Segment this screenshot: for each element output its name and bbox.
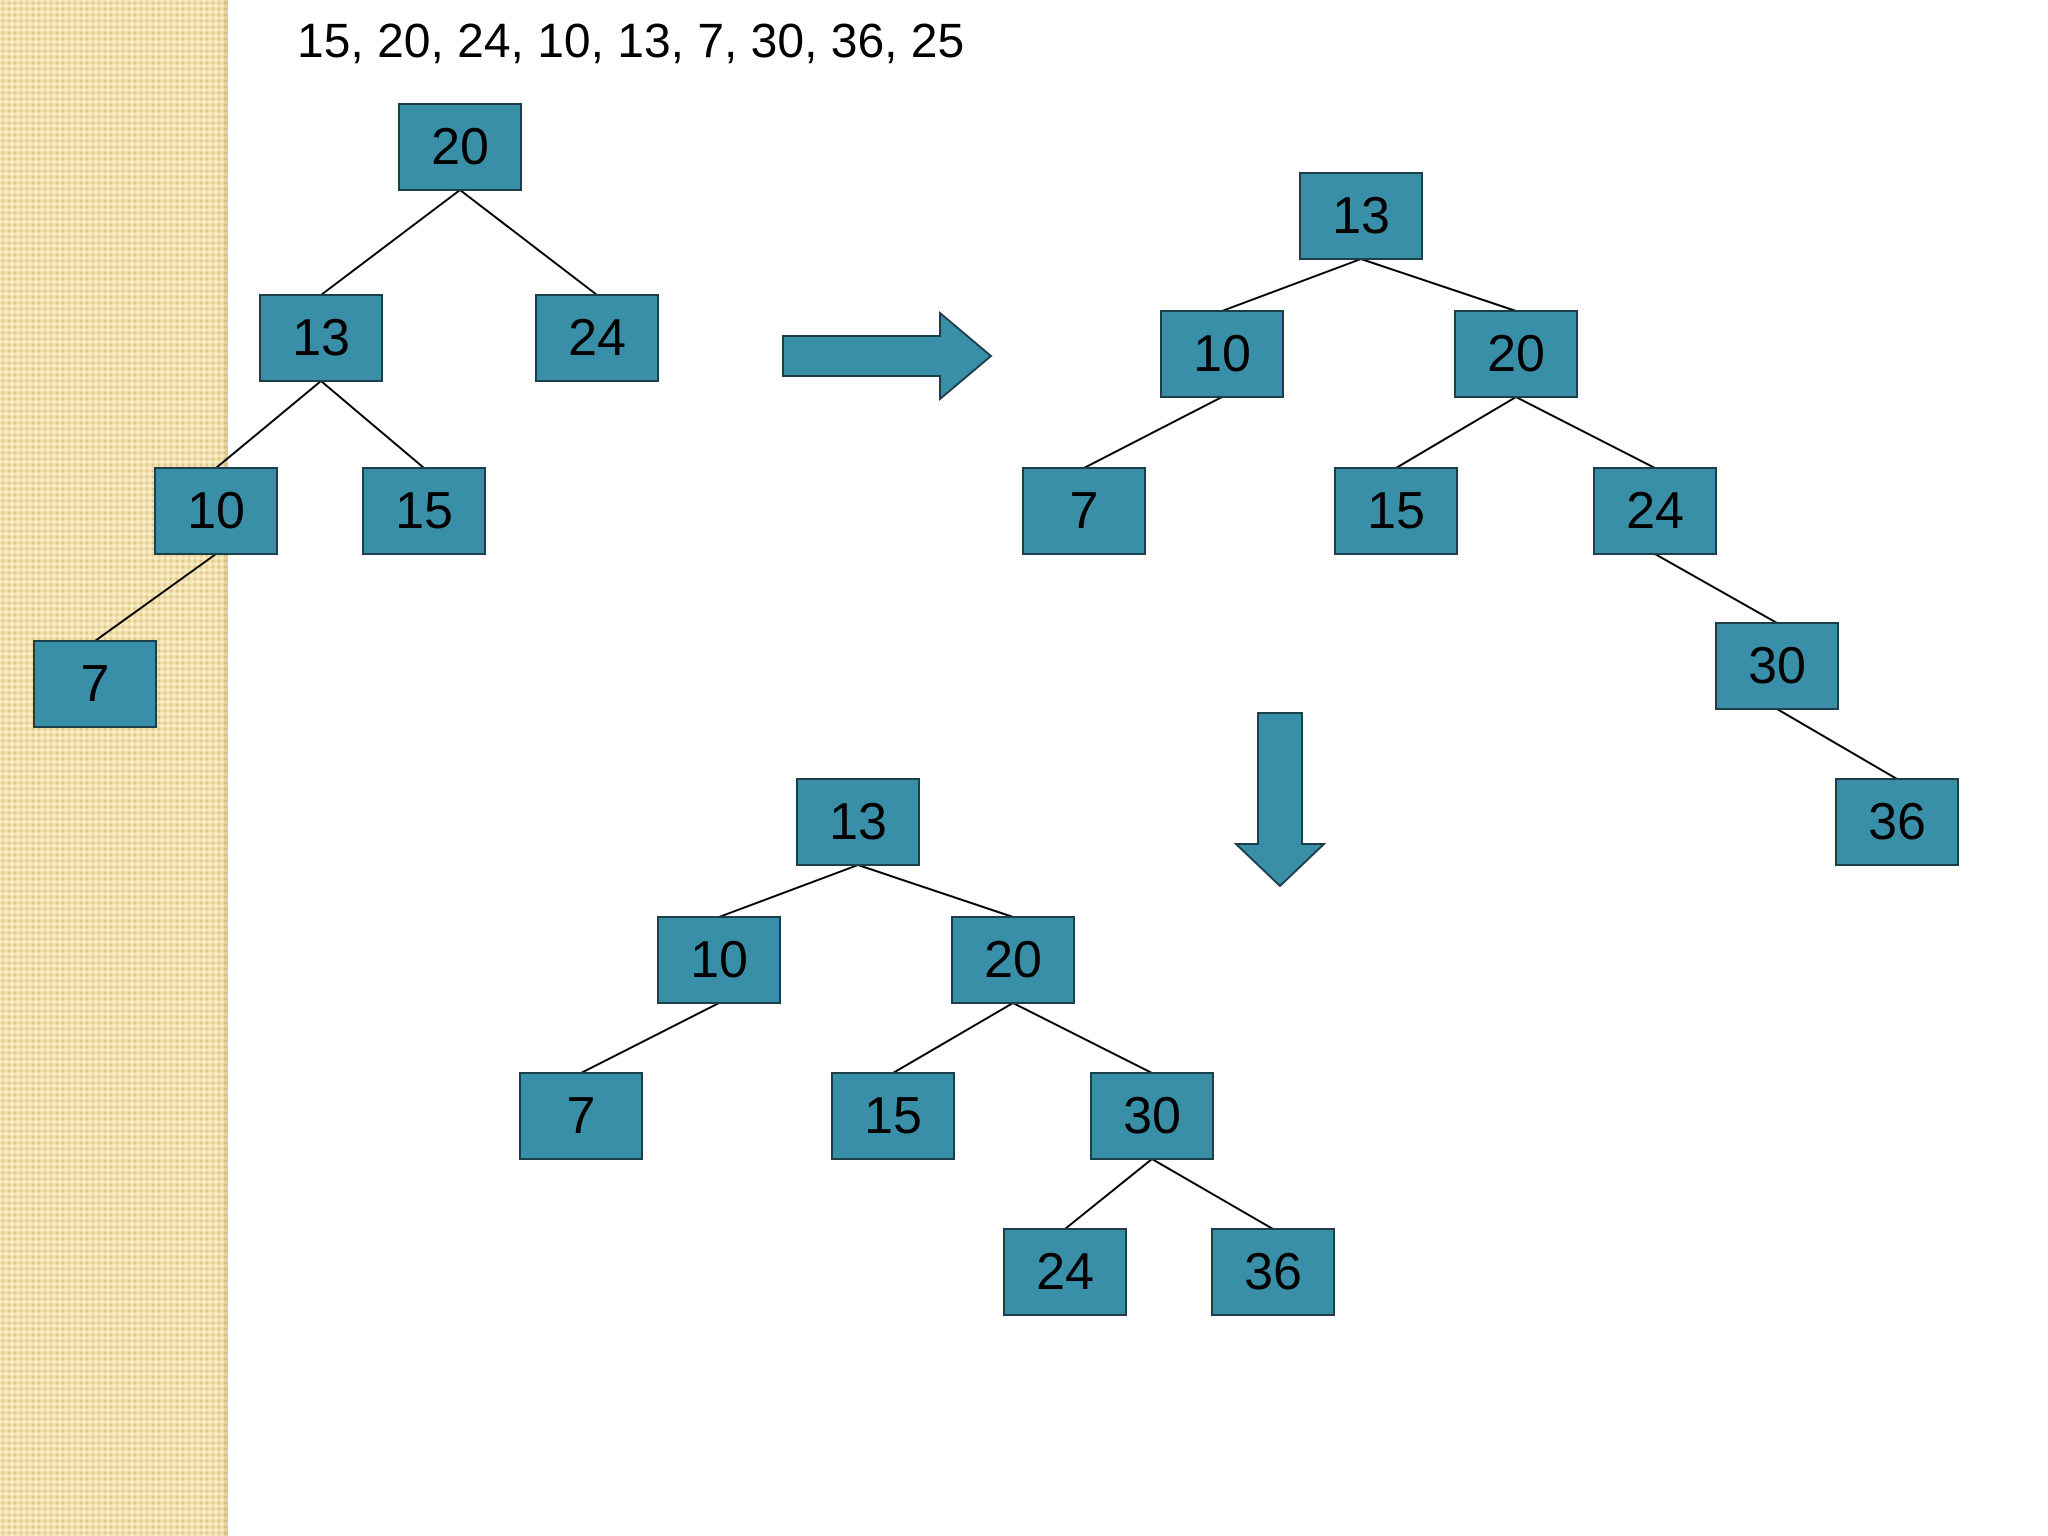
node-box bbox=[398, 103, 522, 191]
node-label: 15 bbox=[1367, 482, 1425, 540]
node-box bbox=[1715, 622, 1839, 710]
node-label: 24 bbox=[1036, 1243, 1094, 1301]
tree-node: 24 bbox=[1593, 467, 1717, 555]
tree-edge bbox=[1654, 553, 1778, 624]
tree-edge bbox=[1360, 258, 1517, 312]
node-label: 20 bbox=[984, 931, 1042, 989]
tree-node: 13 bbox=[1299, 172, 1423, 260]
node-box bbox=[1211, 1228, 1335, 1316]
node-label: 7 bbox=[1070, 482, 1099, 540]
tree-edge bbox=[1515, 396, 1656, 469]
tree-node: 10 bbox=[657, 916, 781, 1004]
node-label: 20 bbox=[431, 118, 489, 176]
tree-edge bbox=[1083, 396, 1223, 469]
tree-edge bbox=[459, 189, 598, 296]
tree-edge bbox=[94, 553, 217, 642]
tree-node: 24 bbox=[535, 294, 659, 382]
decorative-side-band bbox=[0, 0, 228, 1536]
tree-edge bbox=[718, 864, 859, 918]
tree-node: 7 bbox=[519, 1072, 643, 1160]
node-box bbox=[951, 916, 1075, 1004]
node-box bbox=[1090, 1072, 1214, 1160]
node-label: 30 bbox=[1748, 637, 1806, 695]
insertion-sequence: 15, 20, 24, 10, 13, 7, 30, 36, 25 bbox=[297, 15, 965, 68]
tree-node: 20 bbox=[1454, 310, 1578, 398]
tree-edge bbox=[215, 380, 322, 469]
node-label: 10 bbox=[1193, 325, 1251, 383]
tree-node: 10 bbox=[1160, 310, 1284, 398]
node-box bbox=[535, 294, 659, 382]
tree-edge bbox=[320, 380, 425, 469]
tree-node: 15 bbox=[831, 1072, 955, 1160]
node-box bbox=[657, 916, 781, 1004]
node-box bbox=[1160, 310, 1284, 398]
node-box bbox=[33, 640, 157, 728]
node-box bbox=[519, 1072, 643, 1160]
tree-after-rotation: 13 10 20 7 15 24 30 36 bbox=[1022, 172, 1959, 866]
tree-edge bbox=[857, 864, 1014, 918]
tree-edge bbox=[580, 1002, 720, 1074]
node-label: 7 bbox=[81, 655, 110, 713]
tree-after-rotation-edges bbox=[1083, 258, 1898, 780]
tree-edge bbox=[1776, 708, 1898, 780]
tree-before: 20 13 24 10 15 7 bbox=[33, 103, 659, 728]
tree-final-edges bbox=[580, 864, 1274, 1230]
tree-node: 7 bbox=[33, 640, 157, 728]
node-label: 20 bbox=[1487, 325, 1545, 383]
node-label: 13 bbox=[829, 793, 887, 851]
node-label: 24 bbox=[568, 309, 626, 367]
node-box bbox=[1454, 310, 1578, 398]
tree-edge bbox=[1064, 1158, 1153, 1230]
tree-node: 13 bbox=[796, 778, 920, 866]
node-label: 24 bbox=[1626, 482, 1684, 540]
tree-node: 10 bbox=[154, 467, 278, 555]
tree-node: 30 bbox=[1715, 622, 1839, 710]
right-arrow-icon bbox=[782, 310, 993, 402]
tree-node: 7 bbox=[1022, 467, 1146, 555]
node-box bbox=[1022, 467, 1146, 555]
down-arrow-icon bbox=[1233, 712, 1327, 888]
tree-node: 36 bbox=[1835, 778, 1959, 866]
tree-node: 15 bbox=[1334, 467, 1458, 555]
node-box bbox=[362, 467, 486, 555]
tree-node: 15 bbox=[362, 467, 486, 555]
tree-edge bbox=[892, 1002, 1014, 1074]
tree-node: 20 bbox=[398, 103, 522, 191]
node-label: 30 bbox=[1123, 1087, 1181, 1145]
node-box bbox=[1835, 778, 1959, 866]
tree-edge bbox=[1151, 1158, 1274, 1230]
node-box bbox=[259, 294, 383, 382]
node-box bbox=[1334, 467, 1458, 555]
node-label: 10 bbox=[187, 482, 245, 540]
node-label: 13 bbox=[292, 309, 350, 367]
node-label: 10 bbox=[690, 931, 748, 989]
tree-edge bbox=[320, 189, 461, 296]
tree-edge bbox=[1012, 1002, 1153, 1074]
node-label: 36 bbox=[1868, 793, 1926, 851]
tree-edge bbox=[1395, 396, 1517, 469]
node-box bbox=[1003, 1228, 1127, 1316]
tree-edge bbox=[1221, 258, 1362, 312]
node-box bbox=[796, 778, 920, 866]
node-box bbox=[1593, 467, 1717, 555]
tree-node: 36 bbox=[1211, 1228, 1335, 1316]
node-box bbox=[831, 1072, 955, 1160]
node-label: 13 bbox=[1332, 187, 1390, 245]
tree-node: 13 bbox=[259, 294, 383, 382]
tree-final: 13 10 20 7 15 30 24 36 bbox=[519, 778, 1335, 1316]
tree-node: 30 bbox=[1090, 1072, 1214, 1160]
node-box bbox=[1299, 172, 1423, 260]
node-label: 15 bbox=[395, 482, 453, 540]
node-box bbox=[154, 467, 278, 555]
tree-node: 20 bbox=[951, 916, 1075, 1004]
tree-node: 24 bbox=[1003, 1228, 1127, 1316]
tree-before-edges bbox=[94, 189, 598, 642]
node-label: 7 bbox=[567, 1087, 596, 1145]
node-label: 36 bbox=[1244, 1243, 1302, 1301]
node-label: 15 bbox=[864, 1087, 922, 1145]
